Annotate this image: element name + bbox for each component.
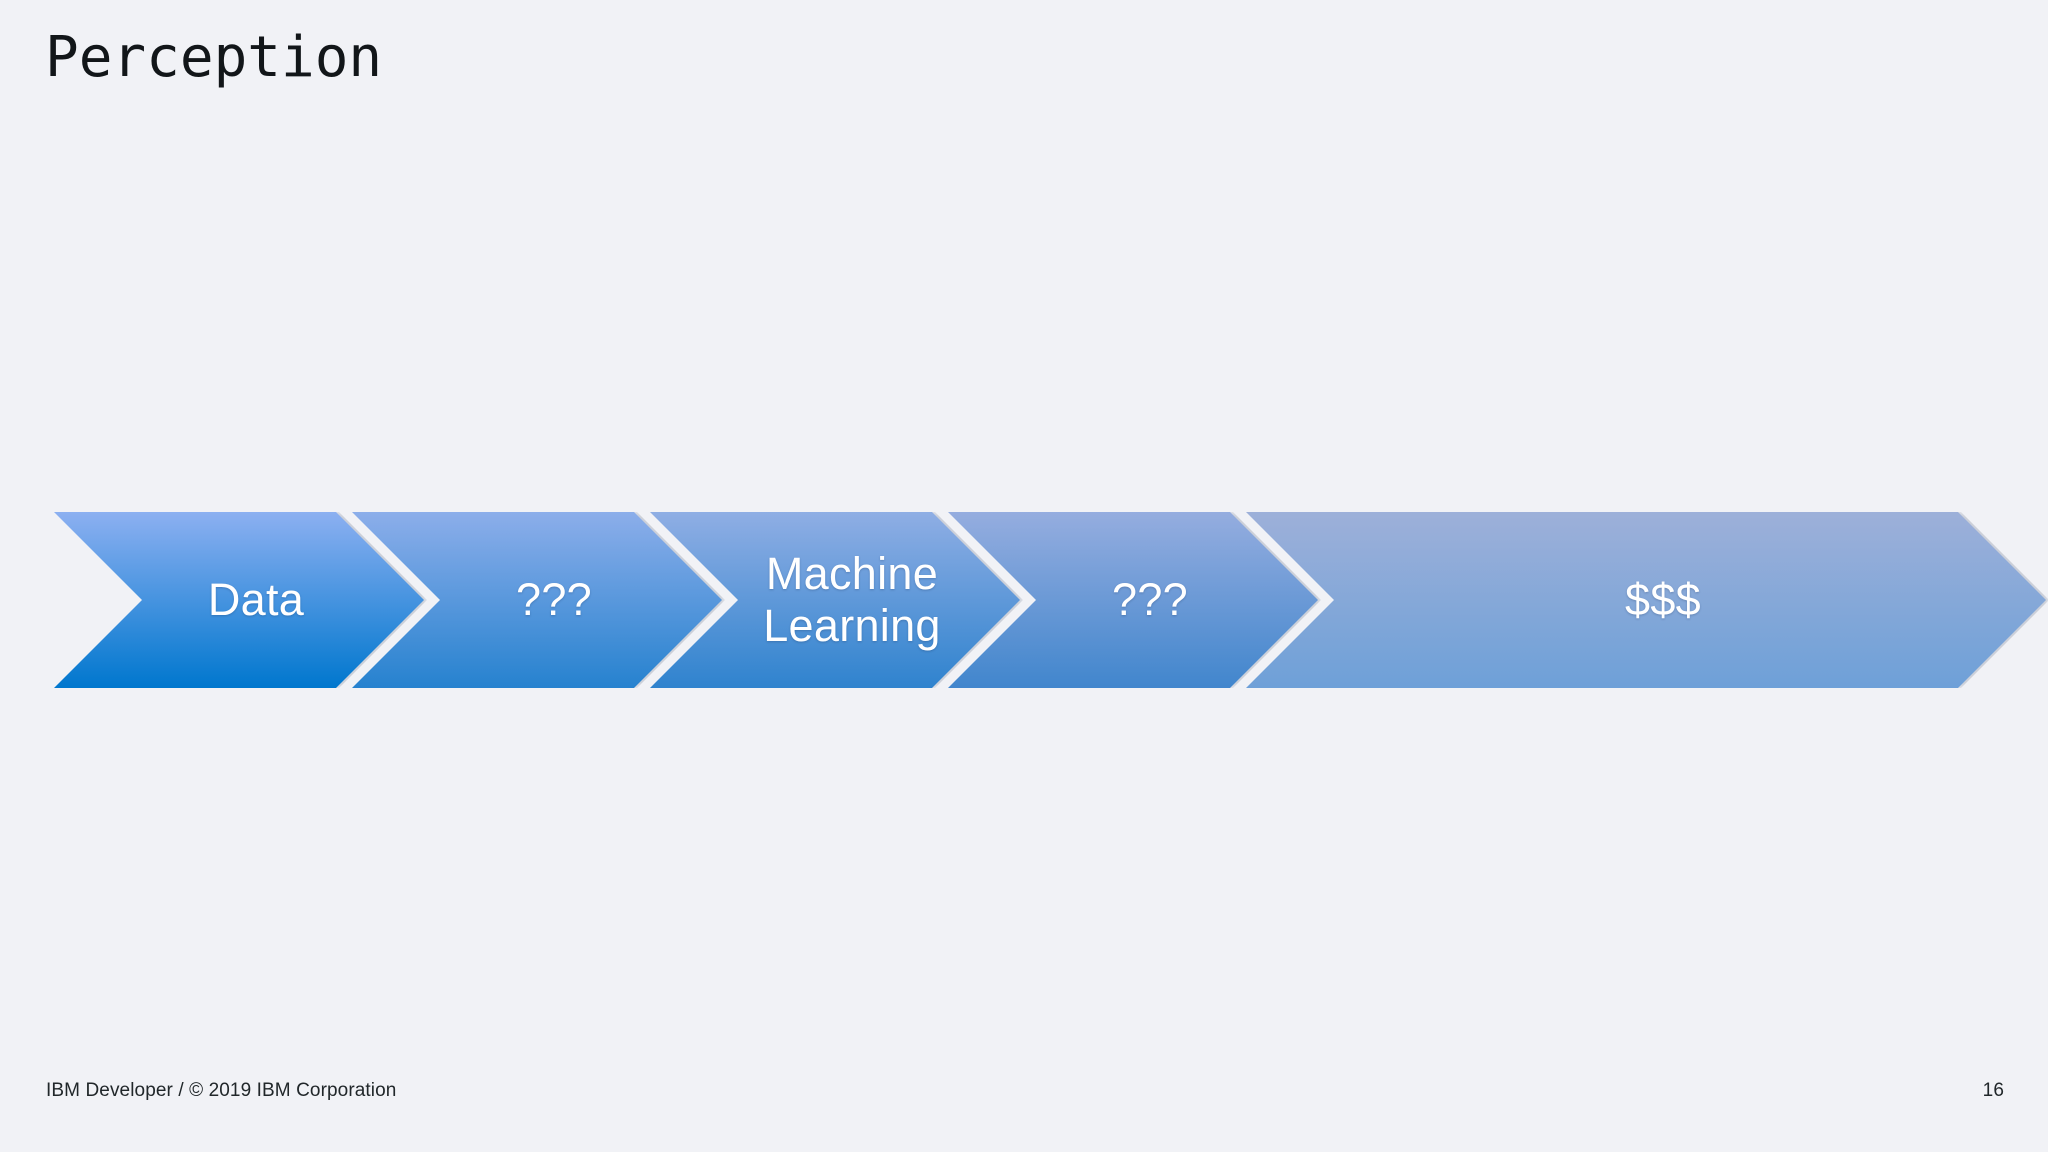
process-step-label-unknown-1: ??? xyxy=(516,573,592,625)
process-step-label-money: $$$ xyxy=(1625,573,1701,625)
process-step-money[interactable]: $$$ xyxy=(1246,512,2046,688)
slide-page-number: 16 xyxy=(1982,1080,2004,1101)
process-step-data[interactable]: Data xyxy=(54,512,424,688)
footer-copyright: IBM Developer / © 2019 IBM Corporation xyxy=(46,1080,397,1101)
page-title: Perception xyxy=(45,25,383,90)
process-step-label-data: Data xyxy=(207,573,305,625)
process-step-label-unknown-2: ??? xyxy=(1112,573,1188,625)
process-flow-diagram: Data??? Machine Learning??? $$$ xyxy=(0,512,2048,688)
process-step-label-machine-learning: Machine Learning xyxy=(763,547,941,651)
